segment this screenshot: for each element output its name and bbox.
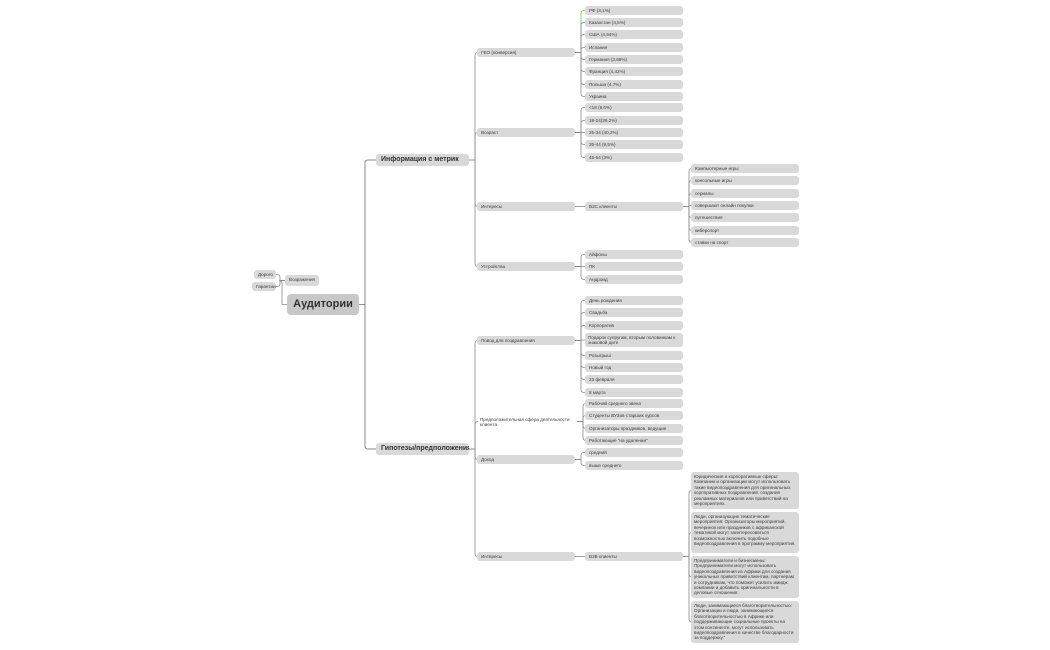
- connector-interests2: [469, 448, 479, 557]
- node-occ-3[interactable]: Корпоратив: [585, 321, 683, 330]
- node-geo-de[interactable]: Германия (3,66%): [585, 55, 683, 64]
- connector-geo: [469, 52, 479, 161]
- connector-geo-kz: [575, 22, 585, 53]
- connector-geo-fr: [575, 52, 585, 72]
- connector-obj-warranty: [276, 280, 285, 287]
- node-b2c-2[interactable]: консольные игры: [691, 176, 799, 185]
- node-b2b-2[interactable]: Люди, организующие тематические мероприя…: [691, 512, 799, 553]
- node-obj-expensive[interactable]: Дорого: [254, 270, 276, 279]
- node-b2c[interactable]: B2C клиенты: [585, 202, 683, 211]
- node-geo-ru[interactable]: РФ (3,1%): [585, 6, 683, 15]
- node-occ-7[interactable]: 23 февраля: [585, 375, 683, 384]
- node-hyp[interactable]: Гипотезы/предположения: [376, 443, 469, 455]
- connector-obj-expensive: [276, 274, 285, 281]
- node-field-1[interactable]: Рабочий среднего звена: [585, 399, 683, 408]
- node-interests2[interactable]: Интересы: [477, 552, 575, 561]
- connector-b2c-4: [683, 205, 691, 207]
- node-b2c-3[interactable]: сериалы: [691, 189, 799, 198]
- node-b2c-4[interactable]: совершают онлайн покупки: [691, 201, 799, 210]
- connector-inc-1: [575, 452, 585, 460]
- connector-b2c-1: [683, 168, 693, 207]
- connector-inc-2: [575, 459, 585, 466]
- node-age[interactable]: Возраст: [477, 128, 575, 137]
- connector-occ-2: [575, 312, 585, 341]
- node-geo-pl[interactable]: Польша (4,7%): [585, 80, 683, 89]
- node-inc-2[interactable]: выше среднего: [585, 461, 683, 470]
- connector-age-2: [575, 120, 585, 133]
- connector-geo-us: [575, 34, 585, 53]
- connector-dev-3: [575, 266, 585, 280]
- node-b2c-6[interactable]: киберспорт: [691, 226, 799, 235]
- node-inc-1[interactable]: средний: [585, 448, 683, 457]
- node-geo-es[interactable]: Испания: [585, 43, 683, 52]
- connector-age-5: [575, 132, 585, 158]
- node-field-3[interactable]: Организаторы праздников, ведущие: [585, 424, 683, 433]
- node-geo-fr[interactable]: Франция (4,42%): [585, 67, 683, 76]
- connector-occ-5: [575, 340, 585, 356]
- node-b2c-7[interactable]: ставки на спорт: [691, 238, 799, 247]
- node-field-4[interactable]: Работающие "на удалении": [585, 436, 683, 445]
- connector-occasion: [469, 340, 479, 450]
- node-root[interactable]: Аудитории: [287, 294, 359, 315]
- node-occ-2[interactable]: Свадьба: [585, 308, 683, 317]
- connector-occ-4: [575, 339, 585, 341]
- node-devices[interactable]: Устройства: [477, 262, 575, 271]
- connector-age-1: [575, 107, 585, 133]
- connector-geo-es: [575, 47, 585, 53]
- node-info[interactable]: Информация с метрик: [376, 154, 469, 166]
- node-occ-1[interactable]: День рождения: [585, 296, 683, 305]
- connector-occ-7: [575, 340, 585, 380]
- node-field[interactable]: Предположительная сфера деятельности кли…: [480, 417, 570, 428]
- connector-geo-ru: [575, 10, 585, 53]
- node-age-1[interactable]: <18 (9,6%): [585, 103, 683, 112]
- node-b2b-4[interactable]: Люди, занимающиеся благотворительностью:…: [691, 601, 799, 643]
- node-dev-3[interactable]: Андроид: [585, 275, 683, 284]
- connector-devices: [469, 159, 479, 267]
- node-occ-8[interactable]: 8 марта: [585, 388, 683, 397]
- node-interests[interactable]: Интересы: [477, 202, 575, 211]
- node-geo-kz[interactable]: Казахстан (4,5%): [585, 18, 683, 27]
- node-field-2[interactable]: Студенты ВУЗов старших курсов: [585, 411, 683, 420]
- node-geo-ua[interactable]: Украина: [585, 92, 683, 101]
- node-geo-us[interactable]: США (4,94%): [585, 30, 683, 39]
- connector-dev-1: [575, 254, 585, 267]
- connector-geo-ua: [575, 52, 585, 97]
- node-age-3[interactable]: 25-34 (40,2%): [585, 128, 683, 137]
- connector-interests: [469, 159, 479, 207]
- node-age-4[interactable]: 35-44 (9,5%): [585, 140, 683, 149]
- connector-occ-1: [575, 300, 585, 341]
- node-dev-1[interactable]: Айфоны: [585, 250, 683, 259]
- connector-occ-6: [575, 340, 585, 368]
- connector-occ-8: [575, 340, 585, 393]
- node-dev-2[interactable]: ПК: [585, 262, 683, 271]
- node-b2b-1[interactable]: Юридические и корпоративные сферы: Компа…: [691, 472, 799, 509]
- connector-age-4: [575, 132, 585, 145]
- node-occ-4[interactable]: Подарок супругам, вторым половинкам к зн…: [585, 333, 683, 347]
- node-occ-6[interactable]: Новый год: [585, 363, 683, 372]
- connector-geo-pl: [575, 52, 585, 85]
- node-occasion[interactable]: Повод для поздравления: [477, 336, 575, 345]
- node-b2c-5[interactable]: путешествия: [691, 213, 799, 222]
- connector-hyp: [359, 304, 376, 450]
- node-b2b[interactable]: B2B клиенты: [585, 552, 683, 561]
- node-income[interactable]: Доход: [477, 455, 575, 464]
- node-b2b-3[interactable]: Предприниматели и бизнесмены: Предприним…: [691, 556, 799, 598]
- node-occ-5[interactable]: Розыгрыш: [585, 351, 683, 360]
- connector-info: [359, 159, 376, 305]
- node-age-2[interactable]: 18-24(39,2%): [585, 116, 683, 125]
- connector-b2c-7: [683, 206, 693, 243]
- node-objections[interactable]: Возражения: [285, 275, 319, 286]
- connector-age: [469, 132, 479, 161]
- node-obj-warranty[interactable]: Гарантии: [252, 282, 276, 291]
- node-geo[interactable]: ГЕО (конверсия): [477, 48, 575, 57]
- node-b2c-1[interactable]: Компьютерные игры: [691, 164, 799, 173]
- connector-geo-de: [575, 52, 585, 60]
- node-age-5[interactable]: 45-54 (3%): [585, 153, 683, 162]
- connector-occ-3: [575, 325, 585, 341]
